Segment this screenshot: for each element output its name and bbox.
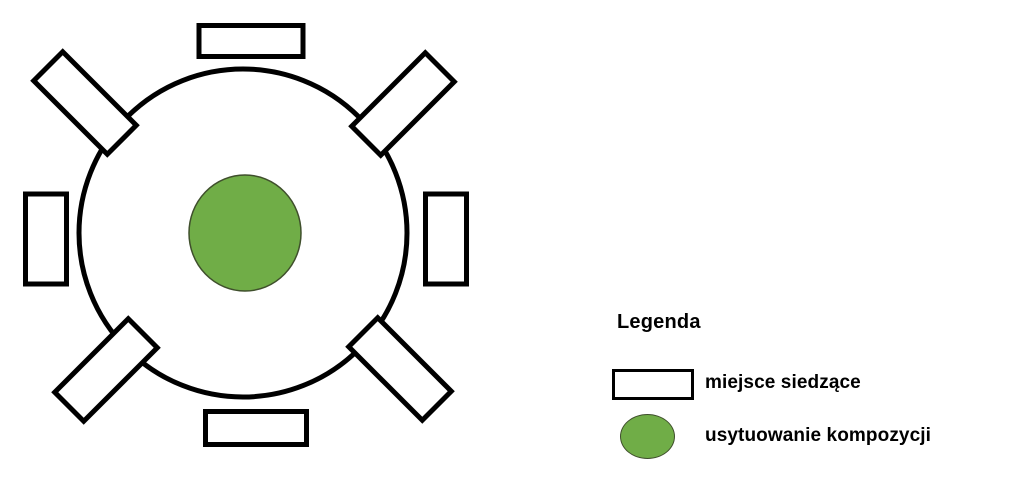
seat-south <box>203 409 309 447</box>
seat-north-east <box>348 49 458 159</box>
seat-west <box>23 191 69 287</box>
seat-east <box>423 191 469 287</box>
seat-swatch-icon <box>612 369 694 400</box>
legend-item-composition-label: usytuowanie kompozycji <box>705 425 932 446</box>
seat-group <box>23 23 469 447</box>
composition-swatch-icon <box>620 414 675 459</box>
seat-south-west <box>51 315 161 425</box>
seat-north <box>196 23 306 59</box>
seat-north-west <box>30 48 140 158</box>
legend-title: Legenda <box>617 311 701 333</box>
legend: Legenda miejsce siedzące usytuowanie kom… <box>612 305 1012 465</box>
composition-circle <box>188 174 302 292</box>
seat-south-east <box>345 314 455 424</box>
legend-item-seat-label: miejsce siedzące <box>705 372 861 393</box>
